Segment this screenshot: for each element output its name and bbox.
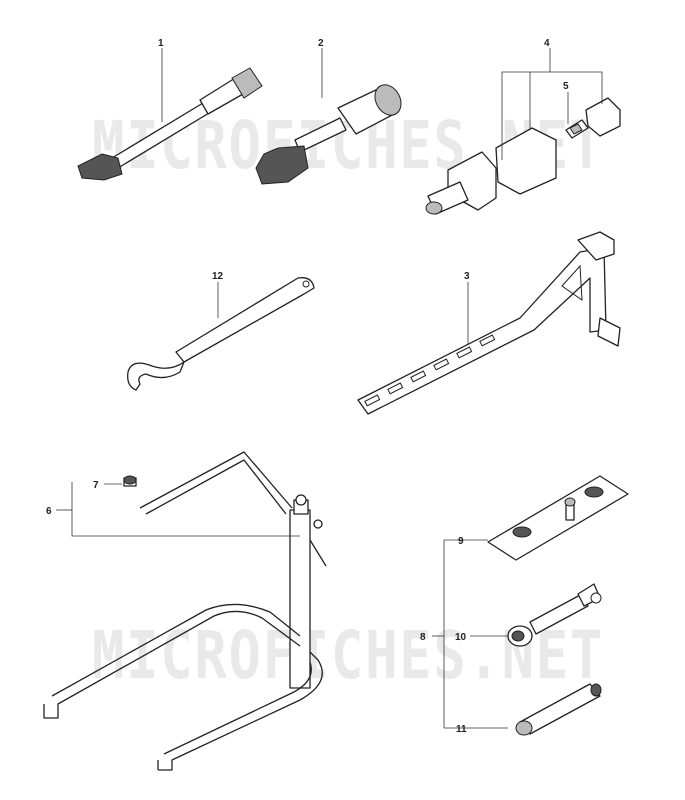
part-3-slotted-bar [357,231,621,415]
callout-11: 11 [456,724,467,735]
callout-9: 9 [458,536,464,547]
callout-2: 2 [318,38,324,49]
callout-12: 12 [212,271,224,282]
part-7-bolt [123,475,137,487]
part-2-puller [255,84,402,185]
callout-1: 1 [158,38,164,49]
callout-10: 10 [455,632,467,643]
part-11-sleeve [515,683,602,736]
part-4-holder-set [425,97,621,215]
part-5-pin [565,119,589,139]
callout-5: 5 [563,81,569,92]
callout-4: 4 [544,38,550,49]
callout-7: 7 [93,480,99,491]
callout-6: 6 [46,506,52,517]
part-10-installer [507,583,602,647]
part-9-base-plate [487,475,629,561]
callout-8: 8 [420,632,426,643]
part-1-drift-tool [77,67,263,181]
part-12-hook-spanner [127,277,315,391]
part-6-stand [43,451,327,771]
bar-slots [364,264,583,407]
callout-3: 3 [464,271,470,282]
